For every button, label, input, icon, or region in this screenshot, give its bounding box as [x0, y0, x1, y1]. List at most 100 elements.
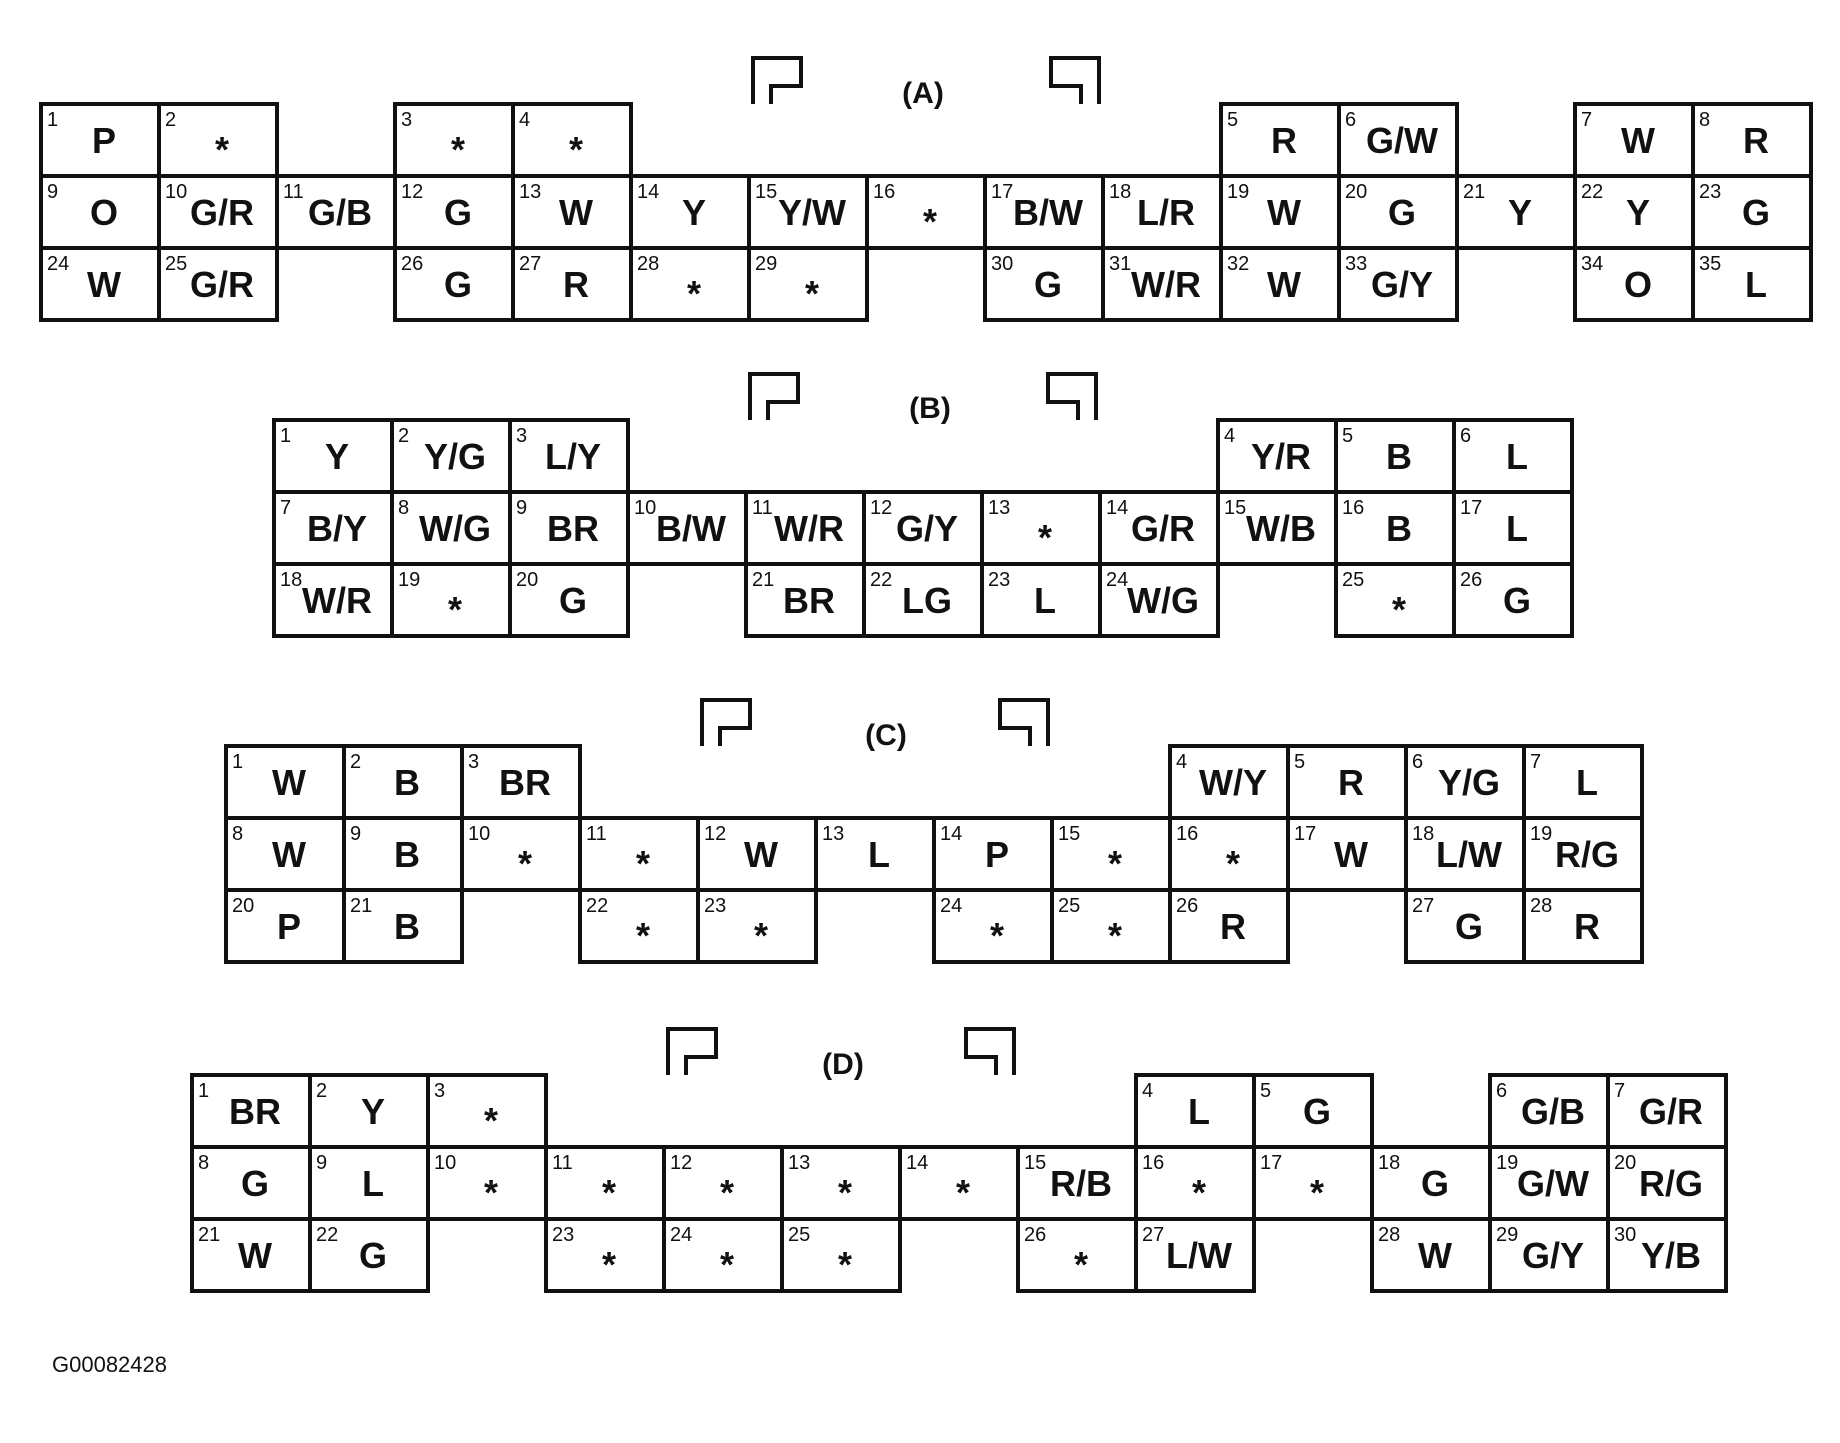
pin-number: 13 [988, 497, 1010, 519]
pin-cell: 19* [390, 562, 512, 638]
pin-cell: 13* [980, 490, 1102, 566]
pin-number: 35 [1699, 253, 1721, 275]
wire-color: B [1386, 508, 1412, 549]
wire-color: B [394, 906, 420, 947]
pin-number: 2 [398, 425, 409, 447]
pin-number: 11 [552, 1152, 573, 1174]
wire-color: G [1303, 1091, 1331, 1132]
pin-cell-border [629, 174, 751, 250]
connector-label: (D) [822, 1048, 864, 1081]
pin-cell-border [1134, 1217, 1256, 1293]
connector-label: (C) [865, 719, 907, 752]
pin-cell: 16* [865, 174, 987, 250]
pin-cell-border [744, 562, 866, 638]
pin-cell-border [780, 1217, 902, 1293]
pin-cell-border [508, 562, 630, 638]
unused-pin-marker: * [518, 843, 532, 884]
wire-color: G/R [190, 192, 254, 233]
wire-color: R [563, 264, 589, 305]
pin-number: 14 [637, 181, 659, 203]
pin-number: 22 [870, 569, 892, 591]
pin-cell: 14* [898, 1145, 1020, 1221]
pin-number: 21 [350, 895, 372, 917]
wire-color: W [1621, 120, 1655, 161]
unused-pin-marker: * [923, 201, 937, 242]
wire-color: L [1576, 762, 1598, 803]
unused-pin-marker: * [754, 915, 768, 956]
pin-number: 25 [1342, 569, 1364, 591]
wire-color: G/R [1131, 508, 1195, 549]
pin-cell: 23* [696, 888, 818, 964]
pin-number: 3 [434, 1080, 445, 1102]
wire-color: B/Y [307, 508, 367, 549]
pin-number: 8 [198, 1152, 209, 1174]
figure-id: G00082428 [52, 1352, 167, 1377]
pin-number: 19 [1227, 181, 1249, 203]
wire-color: W [238, 1235, 272, 1276]
wire-color: R/G [1555, 834, 1619, 875]
pin-number: 8 [398, 497, 409, 519]
pin-number: 15 [1224, 497, 1246, 519]
pin-number: 15 [755, 181, 777, 203]
pin-number: 5 [1342, 425, 1353, 447]
pin-number: 12 [401, 181, 423, 203]
pin-number: 21 [1463, 181, 1485, 203]
pin-number: 2 [165, 109, 176, 131]
wire-color: R [1574, 906, 1600, 947]
pin-cell-border [157, 174, 279, 250]
pin-number: 24 [940, 895, 962, 917]
wire-color: W/R [774, 508, 844, 549]
pin-cell-border [862, 562, 984, 638]
pin-cell: 24W/G [1098, 562, 1220, 638]
pin-cell-border [1050, 888, 1172, 964]
pin-number: 3 [516, 425, 527, 447]
pin-cell-border [1216, 490, 1338, 566]
wire-color: O [1624, 264, 1652, 305]
pin-cell-border [1337, 102, 1459, 178]
pin-cell-border [390, 418, 512, 494]
pin-number: 28 [1530, 895, 1552, 917]
wire-color: W [1418, 1235, 1452, 1276]
wire-color: L/Y [545, 436, 601, 477]
pin-number: 33 [1345, 253, 1367, 275]
wire-color: P [985, 834, 1009, 875]
pin-number: 20 [232, 895, 254, 917]
wire-color: W/G [419, 508, 491, 549]
connector-label: (A) [902, 77, 944, 110]
pin-number: 2 [316, 1080, 327, 1102]
left-lock-key [700, 698, 752, 746]
pin-number: 4 [1176, 751, 1187, 773]
pin-cell: 4* [511, 102, 633, 178]
unused-pin-marker: * [956, 1172, 970, 1213]
unused-pin-marker: * [1108, 843, 1122, 884]
wire-color: W/G [1127, 580, 1199, 621]
pin-number: 28 [637, 253, 659, 275]
pin-cell-border [342, 888, 464, 964]
pin-cell: 26* [1016, 1217, 1138, 1293]
wire-color: W [272, 834, 306, 875]
pin-cell: 13* [780, 1145, 902, 1221]
pin-cell: 25* [1334, 562, 1456, 638]
wire-color: L [362, 1163, 384, 1204]
pin-number: 1 [198, 1080, 209, 1102]
wire-color: W [1334, 834, 1368, 875]
